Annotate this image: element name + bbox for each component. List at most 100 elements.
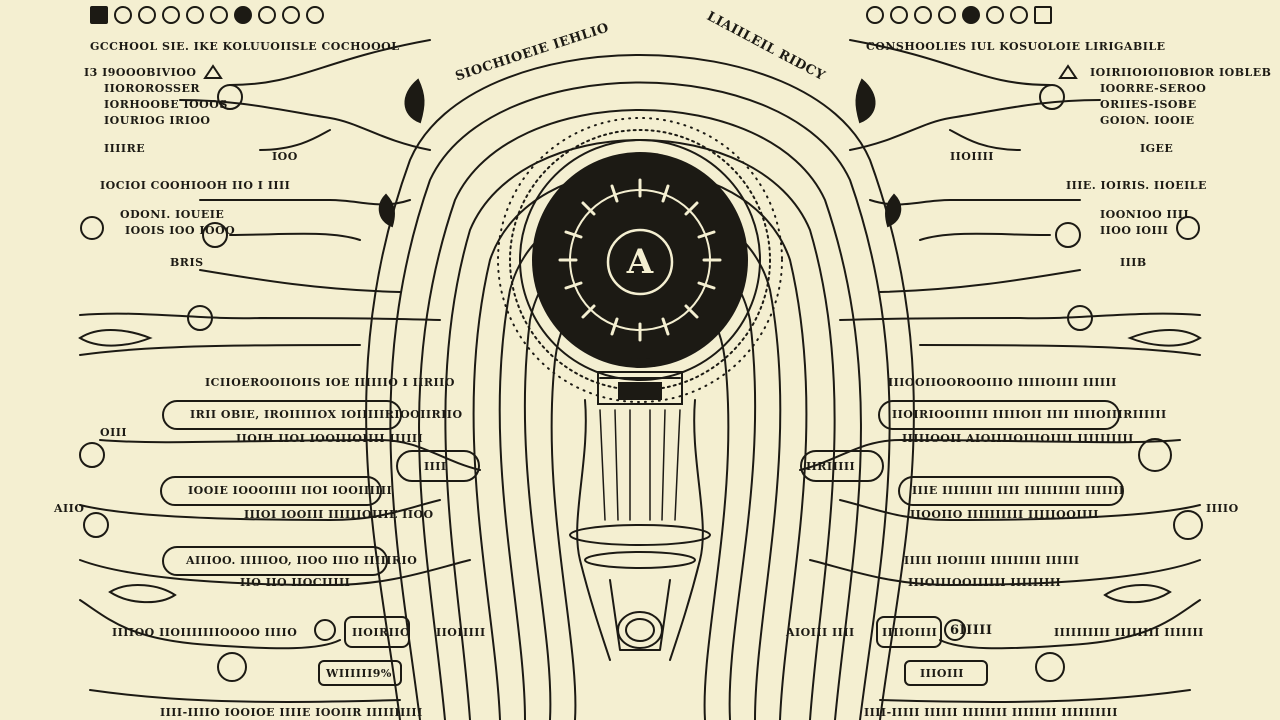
header-icons-left [90, 6, 324, 24]
bulb-neck-right [669, 399, 704, 661]
right-bottom-pill [876, 616, 942, 648]
dial-center-letter: A [626, 242, 654, 282]
center-left-bar: IOO [272, 150, 298, 163]
node-circle [314, 619, 336, 641]
gear-icon [962, 6, 980, 24]
center-right-bar: IIOIIII [950, 150, 994, 163]
left-bottom-num: WIIIIII9% [326, 667, 392, 680]
tag-icon [210, 6, 228, 24]
right-note: ORIIES-ISOBE [1100, 98, 1197, 111]
node-circle [1138, 438, 1172, 472]
left-bottom-pill-text: IIOIRIIO [352, 626, 411, 639]
left-bottom-line-2: IIII-IIIIO IOOIOE IIIIE IOOIIR IIIIIIIII… [160, 706, 423, 719]
right-pill-2-text: IIIE IIIIIIIII IIII IIIIIIIIII IIIIIII [912, 484, 1125, 497]
left-pill-3-sub: IIO IIO IIOCIIIII [240, 576, 351, 589]
right-bottom-pill-text: IIIIOIIII [882, 626, 938, 639]
box-icon [90, 6, 108, 24]
right-pill-3-text: IIIII IIOIIIII IIIIIIIII IIIIII [904, 554, 1080, 567]
right-note: IIOO IOIII [1100, 224, 1169, 237]
tag-icon [914, 6, 932, 24]
tag-icon [1010, 6, 1028, 24]
tag-icon [186, 6, 204, 24]
plaque [597, 371, 683, 405]
right-note: IGEE [1140, 142, 1174, 155]
left-bottom-num-box [318, 660, 402, 686]
tag-icon [282, 6, 300, 24]
left-note: IOCIOI COOHIOOH IIO I IIII [100, 179, 291, 192]
right-side-a: IIIIO [1206, 502, 1239, 515]
left-pill-2-sub: IIIOI IOOIII IIIIIIOIIIE IIOO [244, 508, 434, 521]
node-circle [83, 512, 109, 538]
left-note: IOURIOG IRIOO [104, 114, 211, 127]
node-circle [217, 652, 247, 682]
bulb-base-ring [569, 524, 711, 546]
bulb-socket-inner [625, 618, 655, 642]
tag-icon [890, 6, 908, 24]
circle-icon [162, 6, 180, 24]
left-tag-1 [396, 450, 480, 482]
node-circle [1055, 222, 1081, 248]
left-bottom-line: IIIIOO IIOIIIIIIIOOOO IIIIO [112, 626, 298, 639]
node-circle [1067, 305, 1093, 331]
right-note: IOONIOO IIII [1100, 208, 1190, 221]
node-circle [202, 222, 228, 248]
left-note: IOOIS IOO IOOO [125, 224, 236, 237]
right-bottom-tag-text: IIIOIII [920, 667, 964, 680]
node-circle [944, 619, 966, 641]
header-icons-right [866, 6, 1052, 24]
right-pill-1-text: IIOIRIOOIIIIII IIIIIOII IIII IIIIOIIIRII… [892, 408, 1167, 421]
right-mid-line: IIIOOIIOOROOIIIO IIIIIOIIII IIIIII [888, 376, 1117, 389]
right-pill-1-sub: IIIIIOOII AIOIIIIOIIIOIIII IIIIIIIIII [902, 432, 1134, 445]
box-icon [1034, 6, 1052, 24]
bulb-socket [617, 611, 663, 649]
right-bottom-num: 6IIIII [950, 623, 993, 638]
left-bottom-tag: IIOIIIII [436, 626, 486, 639]
circle-icon [986, 6, 1004, 24]
node-circle [80, 216, 104, 240]
circle-icon [258, 6, 276, 24]
node-circle [1035, 652, 1065, 682]
right-pill-2-sub: IIOOIIO IIIIIIIIII IIIIIOOIIII [910, 508, 1099, 521]
left-pill-1-sub: IIOIH IIOI IOOIIIOIIII IIIIII [236, 432, 424, 445]
circle-icon [138, 6, 156, 24]
left-note: BRIS [170, 256, 204, 269]
right-note: IIIB [1120, 256, 1147, 269]
left-pill-3-text: AIIIOO. IIIIIOO, IIOO IIIO IIIIIRIO [186, 554, 418, 567]
right-pill-3-sub: IIIOIIIOOIIIIII IIIIIIIII [908, 576, 1062, 589]
node-circle [1176, 216, 1200, 240]
header-subtitle-right: CONSHOOLIES IUL KOSUOLOIE LIRIGABILE [866, 40, 1166, 53]
header-subtitle-left: GCCHOOL SIE. IKE KOLUUOIISLE COCHOOOL [90, 40, 400, 53]
left-tag-1-text: IIII [424, 460, 447, 473]
right-bottom-line-2: IIII-IIIII IIIIII IIIIIIII IIIIIIII IIII… [864, 706, 1118, 719]
left-note: IIOROROSSER [104, 82, 200, 95]
left-note: IORHOOBE IOOOS [104, 98, 228, 111]
left-bottom-pill [344, 616, 410, 648]
left-pill-2-text: IOOIE IOOOIIIII IIOI IOOIIIIII [188, 484, 393, 497]
left-pill-1 [162, 400, 402, 430]
node-circle [1039, 84, 1065, 110]
outer-arc-2 [389, 81, 891, 720]
node-circle [79, 442, 105, 468]
circle-icon [866, 6, 884, 24]
right-note: IOORRE-SEROO [1100, 82, 1207, 95]
outer-arc-1 [365, 54, 915, 720]
right-tag-1-text: IIRIIIII [806, 460, 856, 473]
bulb-neck-left [576, 399, 611, 661]
left-pill-3 [162, 546, 388, 576]
tag-icon [306, 6, 324, 24]
node-circle [217, 84, 243, 110]
gear-icon [234, 6, 252, 24]
tag-icon [938, 6, 956, 24]
right-pill-2 [898, 476, 1124, 506]
left-side-b: AIIO [54, 502, 85, 515]
right-tag-1 [800, 450, 884, 482]
outer-arc-3 [418, 109, 862, 720]
right-bottom-tag: IIIIIIIIII IIIIIIII IIIIIII [1054, 626, 1204, 639]
left-note: IIIIRE [104, 142, 146, 155]
left-pill-1-text: IRII OBIE, IROIIIIIOX IOIIIIIRIOOIIRIIO [190, 408, 463, 421]
right-pill-1 [878, 400, 1120, 430]
right-note: IIIE. IOIRIS. IIOEILE [1066, 179, 1207, 192]
bulb-base-ring-2 [584, 551, 696, 569]
left-mid-line: ICIIOEROOIIOIIS IOE IIIIIIO I IIRIIO [205, 376, 455, 389]
